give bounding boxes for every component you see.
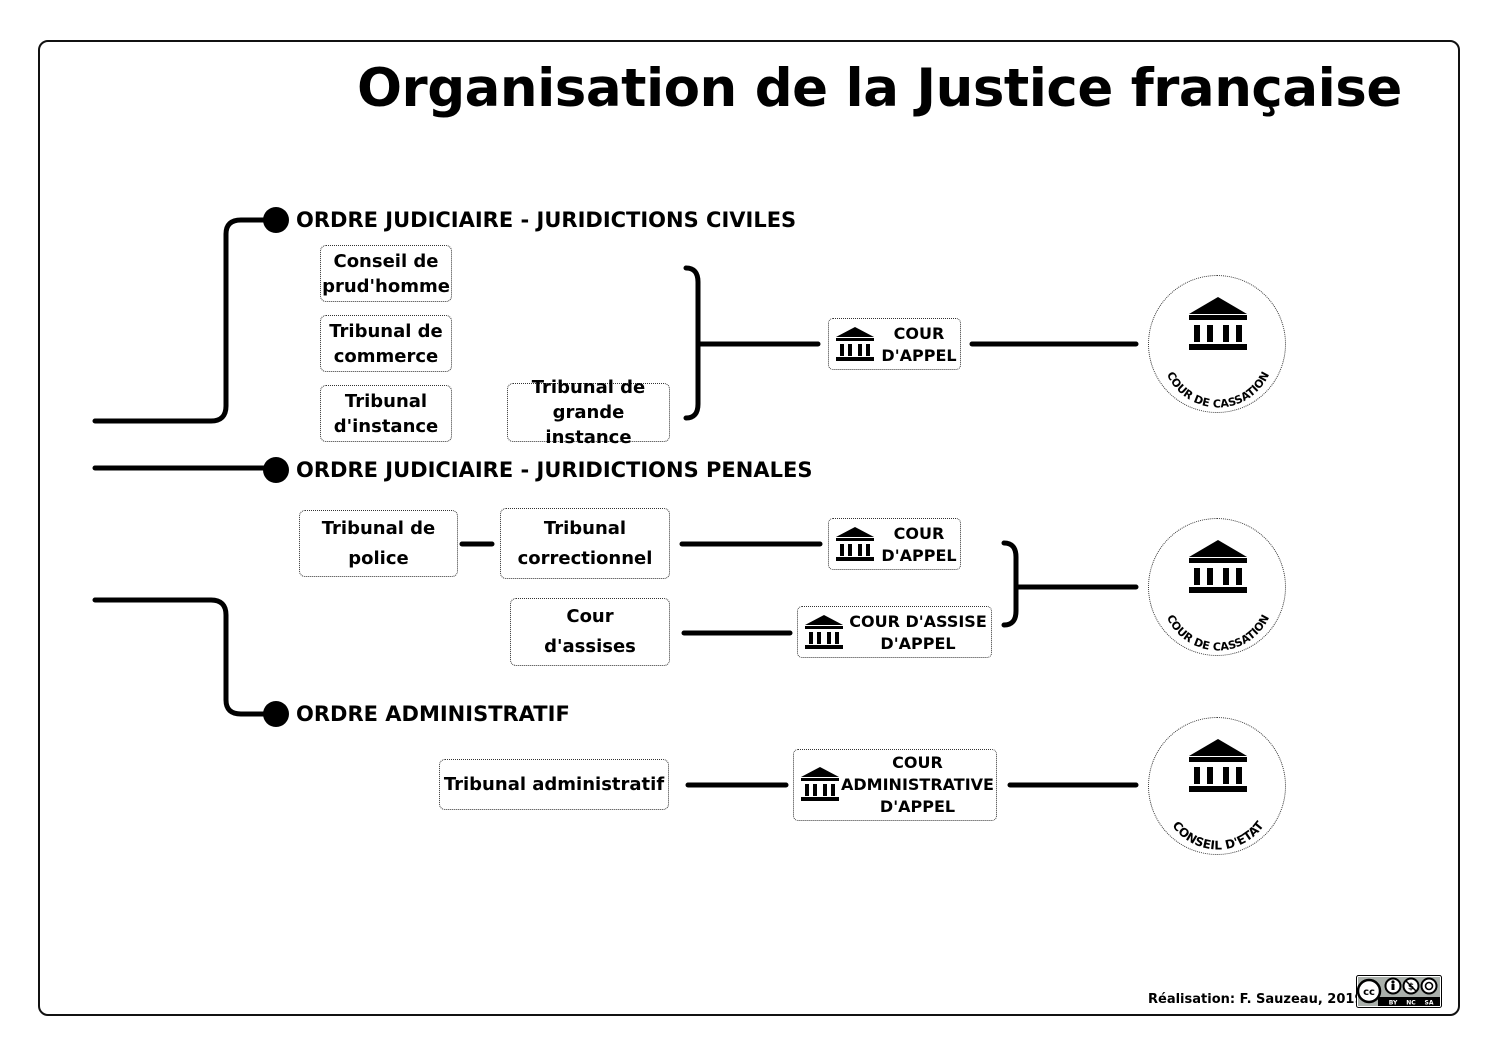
- section-heading-admin: ORDRE ADMINISTRATIF: [296, 702, 570, 726]
- supreme-court-label: COUR DE CASSATION: [1164, 369, 1272, 410]
- supreme-court-cassation-penal: COUR DE CASSATION: [1148, 518, 1286, 656]
- courthouse-icon: [836, 327, 874, 361]
- court-administrative-appel: COUR ADMINISTRATIVE D'APPEL: [793, 749, 997, 821]
- section-heading-penal: ORDRE JUDICIAIRE - JURIDICTIONS PENALES: [296, 458, 813, 482]
- box-label: Tribunal de commerce: [329, 320, 443, 367]
- court-label: COUR ADMINISTRATIVE D'APPEL: [841, 753, 994, 816]
- supreme-court-cassation-civil: COUR DE CASSATION: [1148, 275, 1286, 413]
- page-frame: [38, 40, 1460, 1016]
- svg-text:$: $: [1408, 983, 1414, 993]
- section-heading-civil: ORDRE JUDICIAIRE - JURIDICTIONS CIVILES: [296, 208, 797, 232]
- box-label: Conseil de prud'homme: [322, 250, 450, 297]
- svg-text:cc: cc: [1363, 987, 1375, 998]
- court-label: COUR D'ASSISE D'APPEL: [849, 612, 987, 653]
- box-label: Tribunal correctionnel: [517, 517, 653, 569]
- courthouse-icon: [1189, 739, 1247, 792]
- license-sa-label: SA: [1425, 1000, 1434, 1007]
- box-tribunal-administratif: Tribunal administratif: [439, 759, 669, 810]
- court-assise-appel: COUR D'ASSISE D'APPEL: [797, 606, 992, 658]
- node-civil: [263, 207, 289, 233]
- box-conseil-prudhomme: Conseil de prud'homme: [320, 245, 452, 302]
- svg-text:COUR DE CASSATION: COUR DE CASSATION: [1164, 369, 1272, 410]
- box-cour-assises: Cour d'assises: [510, 598, 670, 666]
- bracket-penal: [1001, 540, 1019, 628]
- box-tribunal-grande-instance: Tribunal de grande instance: [507, 377, 670, 448]
- bracket-civil: [683, 265, 701, 421]
- courthouse-icon: [805, 615, 843, 649]
- courthouse-icon: [836, 527, 874, 561]
- supreme-court-label: CONSEIL D'ETAT: [1170, 818, 1267, 853]
- license-by-label: BY: [1389, 1000, 1398, 1007]
- supreme-court-conseil-etat: CONSEIL D'ETAT: [1148, 717, 1286, 855]
- license-nc-label: NC: [1406, 1000, 1416, 1007]
- box-label: Tribunal de grande instance: [531, 377, 646, 448]
- court-label: COUR D'APPEL: [881, 524, 957, 565]
- creative-commons-icon: cc $ BY NC SA: [1356, 975, 1442, 1008]
- page-title: Organisation de la Justice française: [357, 58, 1402, 119]
- author-credit: Réalisation: F. Sauzeau, 2019: [1148, 992, 1364, 1007]
- court-label: COUR D'APPEL: [881, 324, 957, 365]
- supreme-court-label: COUR DE CASSATION: [1164, 612, 1272, 653]
- svg-text:CONSEIL D'ETAT: CONSEIL D'ETAT: [1170, 818, 1267, 853]
- supreme-court-label-arc: COUR DE CASSATION: [1164, 369, 1272, 410]
- svg-text:COUR DE CASSATION: COUR DE CASSATION: [1164, 612, 1272, 653]
- box-tribunal-commerce: Tribunal de commerce: [320, 315, 452, 372]
- supreme-court-label-arc: COUR DE CASSATION: [1164, 612, 1272, 653]
- courthouse-icon: [801, 767, 839, 801]
- box-label: Tribunal de police: [321, 517, 436, 569]
- box-tribunal-instance: Tribunal d'instance: [320, 385, 452, 442]
- courthouse-icon: [1189, 297, 1247, 350]
- branch-civil: [92, 217, 278, 424]
- node-penal: [263, 457, 289, 483]
- courthouse-icon: [1189, 540, 1247, 593]
- box-label: Tribunal d'instance: [333, 390, 439, 437]
- court-appel-civil: COUR D'APPEL: [828, 318, 961, 370]
- supreme-court-label-arc: CONSEIL D'ETAT: [1170, 818, 1267, 853]
- court-appel-penal: COUR D'APPEL: [828, 518, 961, 570]
- box-label: Tribunal administratif: [443, 774, 665, 795]
- box-tribunal-police: Tribunal de police: [299, 510, 458, 577]
- box-label: Cour d'assises: [544, 606, 636, 657]
- box-tribunal-correctionnel: Tribunal correctionnel: [500, 508, 670, 579]
- node-admin: [263, 701, 289, 727]
- branch-admin: [92, 597, 278, 717]
